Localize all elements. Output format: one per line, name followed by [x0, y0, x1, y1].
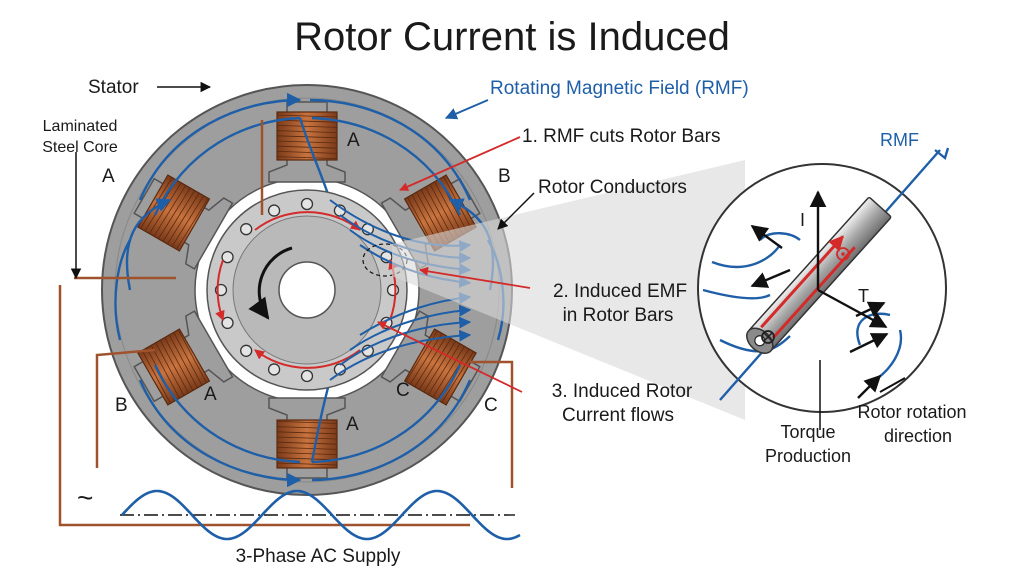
phase-label-top: A — [347, 130, 360, 151]
emf-label-2: in Rotor Bars — [563, 305, 674, 326]
ac-symbol: ~ — [77, 482, 93, 513]
phase-label-lower-left: A — [204, 384, 217, 405]
inset-torque-label: T — [858, 286, 869, 306]
stator-pole — [380, 310, 481, 406]
inset-vectors — [750, 190, 889, 399]
inset-conductor-symbols — [761, 247, 850, 344]
inset-rmf-label: RMF — [880, 130, 919, 150]
rotor-rotation-arrow — [248, 246, 293, 320]
rotor-bar — [267, 204, 281, 217]
phase-label-outer-left-bottom: B — [115, 395, 128, 416]
ac-waveforms — [120, 489, 521, 541]
core-label-2: Steel Core — [42, 139, 118, 156]
diagram-title: Rotor Current is Induced — [294, 15, 730, 59]
rotor-bar — [221, 316, 234, 330]
conductors-label: Rotor Conductors — [538, 177, 687, 198]
rotor-bar — [300, 369, 314, 383]
rotor-current-arcs — [215, 211, 398, 369]
stator-pole — [268, 397, 346, 479]
torque-production-label-2: Production — [765, 446, 851, 466]
callout-lines — [70, 81, 535, 393]
inset-current-label: I — [800, 210, 805, 230]
phase-label-outer-left-top: A — [102, 166, 115, 187]
rotor — [206, 189, 408, 391]
rotation-pointer — [879, 377, 906, 393]
rotor-bar — [240, 344, 253, 357]
core-label-1: Laminated — [43, 118, 118, 135]
cuts-label: 1. RMF cuts Rotor Bars — [522, 126, 721, 147]
rotor-bar — [300, 197, 314, 211]
phase-label-outer-right-bottom: C — [484, 395, 498, 416]
rotor-rotation-label-1: Rotor rotation — [857, 402, 966, 422]
torque-production-label-1: Torque — [780, 422, 835, 442]
current-label-1: 3. Induced Rotor — [552, 381, 693, 402]
stator-pole — [133, 310, 234, 406]
rotor-bar — [240, 223, 253, 236]
stator-label: Stator — [88, 77, 139, 98]
rmf-label: Rotating Magnetic Field (RMF) — [490, 78, 749, 99]
supply-wires — [58, 120, 514, 527]
magnify-cone — [392, 160, 745, 420]
supply-label: 3-Phase AC Supply — [236, 546, 401, 567]
phase-label-outer-right-top: B — [498, 166, 511, 187]
phase-label-bottom: A — [346, 414, 359, 435]
rotor-bar — [267, 363, 281, 376]
rotor-bar — [221, 250, 234, 264]
current-label-2: Current flows — [562, 405, 674, 426]
rotor-bar — [386, 283, 400, 297]
phase-label-lower-right: C — [396, 380, 410, 401]
emf-label-1: 2. Induced EMF — [553, 281, 687, 302]
inset-rotor-bar — [746, 197, 892, 354]
rotor-rotation-label-2: direction — [884, 426, 952, 446]
